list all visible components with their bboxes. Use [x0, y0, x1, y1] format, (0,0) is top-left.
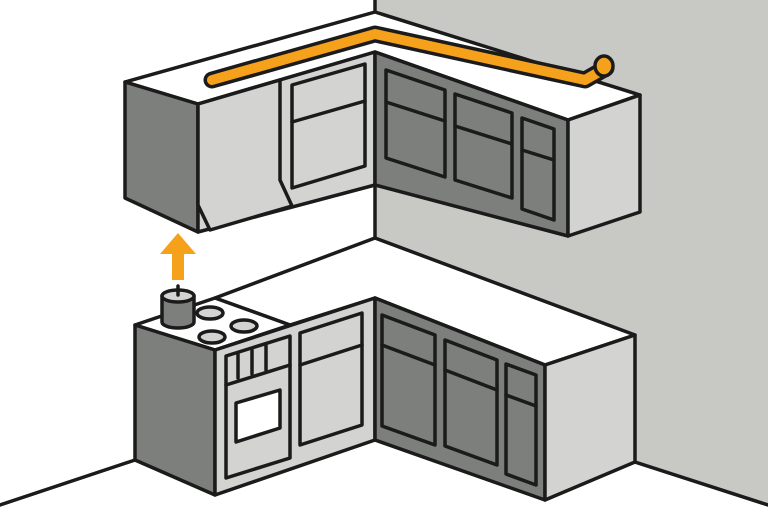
upper-door [453, 92, 514, 200]
lower-door [298, 311, 364, 447]
upper-cabinets [123, 10, 642, 238]
lower-door [504, 362, 538, 487]
range-hood [196, 78, 294, 232]
oven-window [234, 388, 282, 444]
candle-icon [160, 284, 196, 330]
floor-line-right [633, 460, 768, 507]
lower-door [380, 313, 437, 447]
upper-door [520, 116, 556, 222]
floor-line-left [0, 458, 137, 507]
lower-cabinets [133, 236, 637, 502]
lower-door [443, 338, 499, 467]
upper-door [290, 62, 367, 190]
duct-pipe-icon [203, 25, 615, 89]
upper-door [384, 68, 447, 179]
upward-arrow-icon [160, 233, 196, 280]
